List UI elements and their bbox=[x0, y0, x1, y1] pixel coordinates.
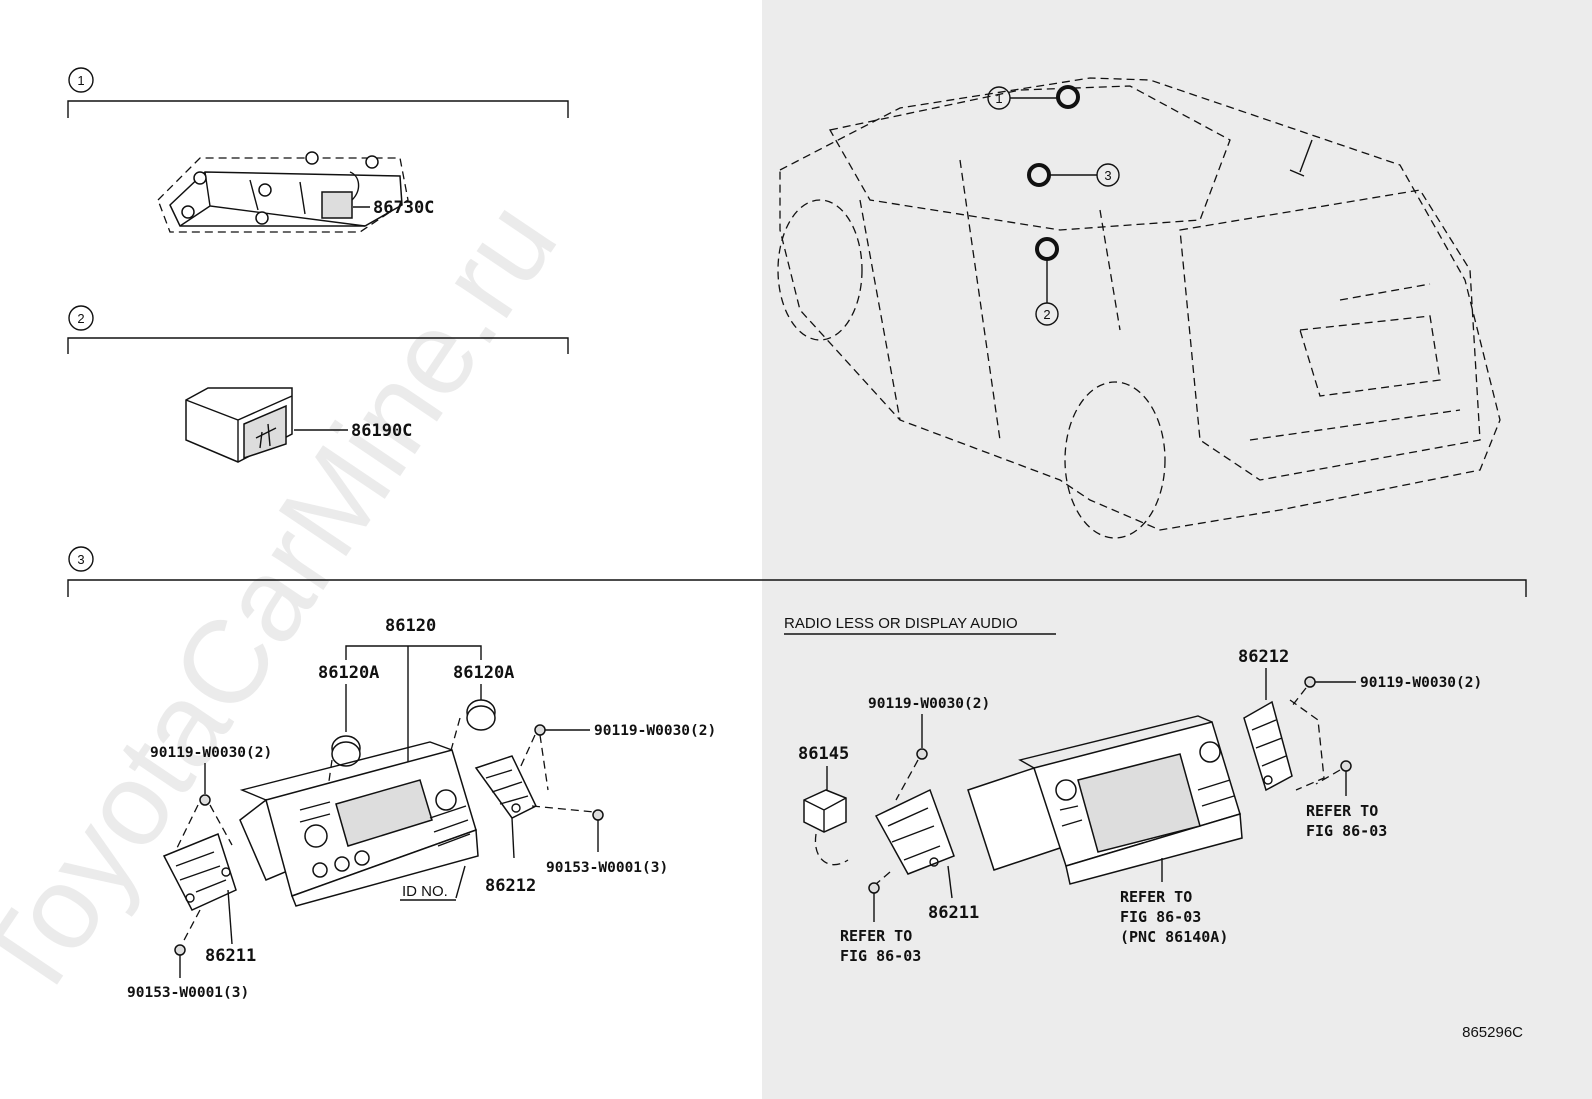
bolt-r-left[interactable] bbox=[868, 882, 880, 894]
overhead-console-part[interactable] bbox=[157, 151, 409, 233]
section-1-marker: 1 bbox=[77, 73, 84, 88]
label-refer-b-2: FIG 86-03 bbox=[1120, 908, 1201, 926]
section-2-bracket bbox=[67, 337, 569, 354]
locator-marker-3: 3 bbox=[1104, 168, 1111, 183]
label-bolt-center: 90153-W0001(3) bbox=[546, 860, 668, 876]
usb-port-part[interactable] bbox=[185, 387, 293, 463]
label-86212-right: 86212 bbox=[1238, 647, 1289, 667]
label-86730C: 86730C bbox=[373, 198, 434, 218]
part-86145[interactable] bbox=[803, 789, 847, 833]
label-screw-r-right: 90119-W0030(2) bbox=[1360, 675, 1482, 691]
section-1-bracket bbox=[67, 100, 569, 118]
label-86120A-right: 86120A bbox=[453, 663, 514, 683]
display-audio-unit[interactable] bbox=[967, 715, 1243, 885]
leader-86120 bbox=[345, 645, 482, 766]
label-86120: 86120 bbox=[385, 616, 436, 636]
radio-assembly: 86120 86120A 86120A bbox=[127, 616, 716, 1001]
label-screw-center-top: 90119-W0030(2) bbox=[594, 723, 716, 739]
bolt-left-bottom[interactable] bbox=[174, 944, 186, 956]
section-3-marker: 3 bbox=[77, 552, 84, 567]
vehicle-outline bbox=[777, 77, 1501, 539]
locator-ring-1 bbox=[1056, 85, 1080, 109]
section-2-marker-circle bbox=[68, 305, 94, 331]
diagram-code: 865296C bbox=[1462, 1024, 1523, 1041]
label-86211-left: 86211 bbox=[205, 946, 256, 966]
label-refer-a-2: FIG 86-03 bbox=[840, 947, 921, 965]
section-2: 2 86190C bbox=[67, 305, 569, 463]
label-86120A-left: 86120A bbox=[318, 663, 379, 683]
bracket-86212-left[interactable] bbox=[474, 755, 537, 819]
label-86211-right: 86211 bbox=[928, 903, 979, 923]
locator-marker-2: 2 bbox=[1043, 307, 1050, 322]
bracket-86211-left[interactable] bbox=[162, 833, 237, 911]
bracket-86212-right[interactable] bbox=[1243, 700, 1293, 792]
screw-r-right[interactable] bbox=[1304, 676, 1316, 688]
label-refer-c-1: REFER TO bbox=[1306, 802, 1378, 820]
bolt-center[interactable] bbox=[592, 809, 604, 821]
radio-unit-86120[interactable] bbox=[239, 741, 479, 907]
screw-left-top[interactable] bbox=[199, 794, 211, 806]
display-audio-assembly: RADIO LESS OR DISPLAY AUDIO 86145 90119-… bbox=[784, 615, 1482, 965]
knob-86120A-right[interactable] bbox=[466, 699, 496, 731]
section-3: 3 86120 86120A 86120A bbox=[67, 546, 1527, 1001]
label-86145: 86145 bbox=[798, 744, 849, 764]
label-refer-b-1: REFER TO bbox=[1120, 888, 1192, 906]
screw-r-left[interactable] bbox=[916, 748, 928, 760]
label-86212-left: 86212 bbox=[485, 876, 536, 896]
shaded-panel bbox=[762, 0, 1592, 1099]
variant-label: RADIO LESS OR DISPLAY AUDIO bbox=[784, 615, 1018, 632]
screw-center-top[interactable] bbox=[534, 724, 546, 736]
label-refer-b-3: (PNC 86140A) bbox=[1120, 928, 1228, 946]
label-screw-left-top: 90119-W0030(2) bbox=[150, 745, 272, 761]
section-1-marker-circle bbox=[68, 67, 94, 93]
section-2-marker: 2 bbox=[77, 311, 84, 326]
section-3-marker-circle bbox=[68, 546, 94, 572]
bolt-r-right[interactable] bbox=[1340, 760, 1352, 772]
label-id-no: ID NO. bbox=[402, 883, 448, 900]
section-1: 1 86730C bbox=[67, 67, 569, 233]
bracket-86211-right[interactable] bbox=[874, 788, 955, 875]
label-86190C: 86190C bbox=[351, 421, 412, 441]
label-refer-c-2: FIG 86-03 bbox=[1306, 822, 1387, 840]
label-bolt-left-bottom: 90153-W0001(3) bbox=[127, 985, 249, 1001]
locator-marker-1: 1 bbox=[995, 91, 1002, 106]
label-refer-a-1: REFER TO bbox=[840, 927, 912, 945]
locator-ring-3 bbox=[1027, 163, 1051, 187]
label-screw-r-left: 90119-W0030(2) bbox=[868, 696, 990, 712]
vehicle-locator: 1 3 2 bbox=[777, 77, 1501, 539]
locator-ring-2 bbox=[1035, 237, 1059, 261]
watermark: ToyotaCarMine.ru bbox=[0, 179, 582, 1025]
section-3-bracket bbox=[67, 579, 1527, 597]
knob-86120A-left[interactable] bbox=[331, 735, 361, 767]
